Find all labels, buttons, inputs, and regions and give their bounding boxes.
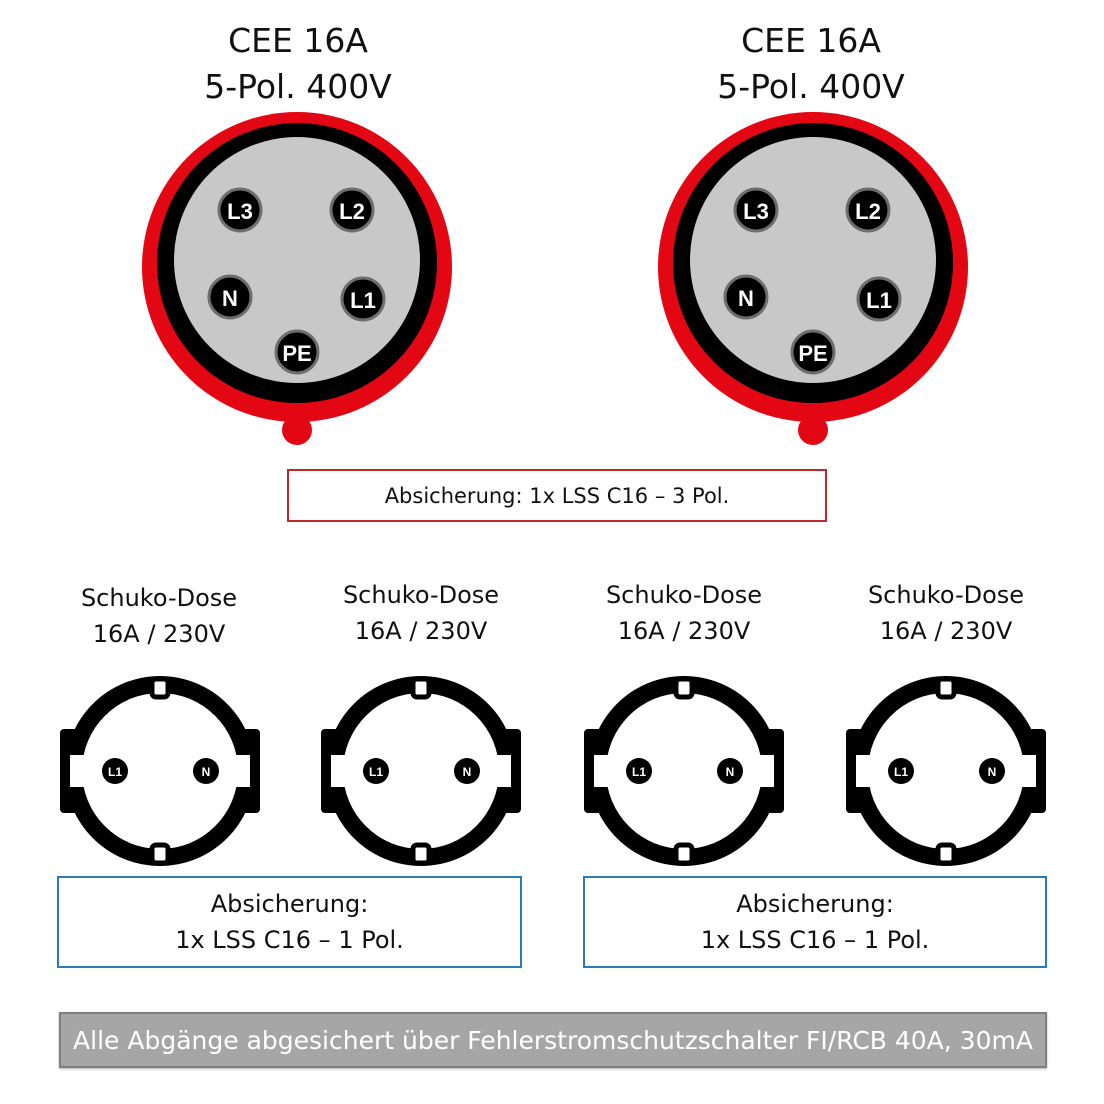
- svg-text:PE: PE: [798, 341, 827, 366]
- schuko-pin-n: N: [717, 758, 743, 784]
- cee-pin-l1: L1: [340, 276, 386, 322]
- schuko-pin-l1: L1: [626, 758, 652, 784]
- cee-pin-l2: L2: [845, 187, 891, 233]
- cee-socket-2-title-line2: 5-Pol. 400V: [717, 67, 905, 106]
- schuko-socket-4-title: Schuko-Dose 16A / 230V: [836, 577, 1056, 649]
- schuko-pin-n: N: [193, 758, 219, 784]
- svg-text:L1: L1: [369, 765, 383, 779]
- cee-pin-l3: L3: [217, 187, 263, 233]
- cee-socket-2-icon: L3 L2 N L1 PE: [658, 112, 968, 445]
- schuko-fuse-right-line2: 1x LSS C16 – 1 Pol.: [700, 926, 930, 954]
- cee-socket-2-title: CEE 16A 5-Pol. 400V: [661, 18, 961, 110]
- schuko-socket-4-icon: L1 N: [840, 667, 1052, 872]
- svg-text:N: N: [463, 765, 472, 779]
- schuko-1-title-line1: Schuko-Dose: [80, 584, 238, 612]
- cee-socket-1-icon: L3 L2 N L1 PE: [142, 112, 452, 445]
- schuko-socket-2-title: Schuko-Dose 16A / 230V: [311, 577, 531, 649]
- schuko-4-title-line1: Schuko-Dose: [867, 581, 1025, 609]
- schuko-pin-n: N: [979, 758, 1005, 784]
- schuko-pin-n: N: [454, 758, 480, 784]
- schuko-socket-2-icon: L1 N: [315, 667, 527, 872]
- rcd-info-banner: Alle Abgänge abgesichert über Fehlerstro…: [59, 1012, 1047, 1068]
- cee-pin-l3: L3: [733, 187, 779, 233]
- svg-text:N: N: [988, 765, 997, 779]
- cee-pin-pe: PE: [790, 329, 836, 375]
- schuko-4-title-line2: 16A / 230V: [879, 617, 1013, 645]
- cee-fuse-box: Absicherung: 1x LSS C16 – 3 Pol.: [287, 469, 827, 522]
- schuko-socket-3-title: Schuko-Dose 16A / 230V: [574, 577, 794, 649]
- cee-socket-1-title-line1: CEE 16A: [228, 21, 368, 60]
- cee-fuse-label: Absicherung: 1x LSS C16 – 3 Pol.: [384, 483, 730, 508]
- svg-text:L1: L1: [108, 765, 122, 779]
- svg-text:L1: L1: [350, 288, 376, 313]
- schuko-3-title-line1: Schuko-Dose: [605, 581, 763, 609]
- svg-text:L1: L1: [894, 765, 908, 779]
- svg-text:L3: L3: [227, 199, 253, 224]
- svg-text:L1: L1: [632, 765, 646, 779]
- cee-pin-n: N: [723, 274, 769, 320]
- svg-text:L1: L1: [866, 288, 892, 313]
- svg-text:N: N: [738, 286, 754, 311]
- svg-text:N: N: [726, 765, 735, 779]
- schuko-3-title-line2: 16A / 230V: [617, 617, 751, 645]
- cee-socket-2-title-line1: CEE 16A: [741, 21, 881, 60]
- schuko-pin-l1: L1: [363, 758, 389, 784]
- svg-text:N: N: [202, 765, 211, 779]
- schuko-socket-3-icon: L1 N: [578, 667, 790, 872]
- schuko-fuse-right-line1: Absicherung:: [736, 890, 894, 918]
- schuko-2-title-line1: Schuko-Dose: [342, 581, 500, 609]
- schuko-socket-1-icon: L1 N: [54, 667, 266, 872]
- schuko-pin-l1: L1: [888, 758, 914, 784]
- schuko-pin-l1: L1: [102, 758, 128, 784]
- schuko-2-title-line2: 16A / 230V: [354, 617, 488, 645]
- svg-text:L2: L2: [339, 199, 365, 224]
- cee-socket-1-title: CEE 16A 5-Pol. 400V: [148, 18, 448, 110]
- cee-pin-n: N: [207, 274, 253, 320]
- svg-text:L2: L2: [855, 199, 881, 224]
- schuko-fuse-box-left: Absicherung: 1x LSS C16 – 1 Pol.: [57, 876, 522, 968]
- cee-socket-1-title-line2: 5-Pol. 400V: [204, 67, 392, 106]
- cee-pin-l2: L2: [329, 187, 375, 233]
- schuko-fuse-left-line1: Absicherung:: [210, 890, 369, 918]
- schuko-fuse-box-right: Absicherung: 1x LSS C16 – 1 Pol.: [583, 876, 1047, 968]
- svg-text:N: N: [222, 286, 238, 311]
- svg-text:L3: L3: [743, 199, 769, 224]
- rcd-info-label: Alle Abgänge abgesichert über Fehlerstro…: [73, 1025, 1033, 1055]
- schuko-1-title-line2: 16A / 230V: [92, 620, 226, 648]
- schuko-socket-1-title: Schuko-Dose 16A / 230V: [49, 580, 269, 652]
- svg-text:PE: PE: [282, 341, 311, 366]
- cee-pin-l1: L1: [856, 276, 902, 322]
- schuko-fuse-left-line2: 1x LSS C16 – 1 Pol.: [175, 926, 404, 954]
- cee-pin-pe: PE: [274, 329, 320, 375]
